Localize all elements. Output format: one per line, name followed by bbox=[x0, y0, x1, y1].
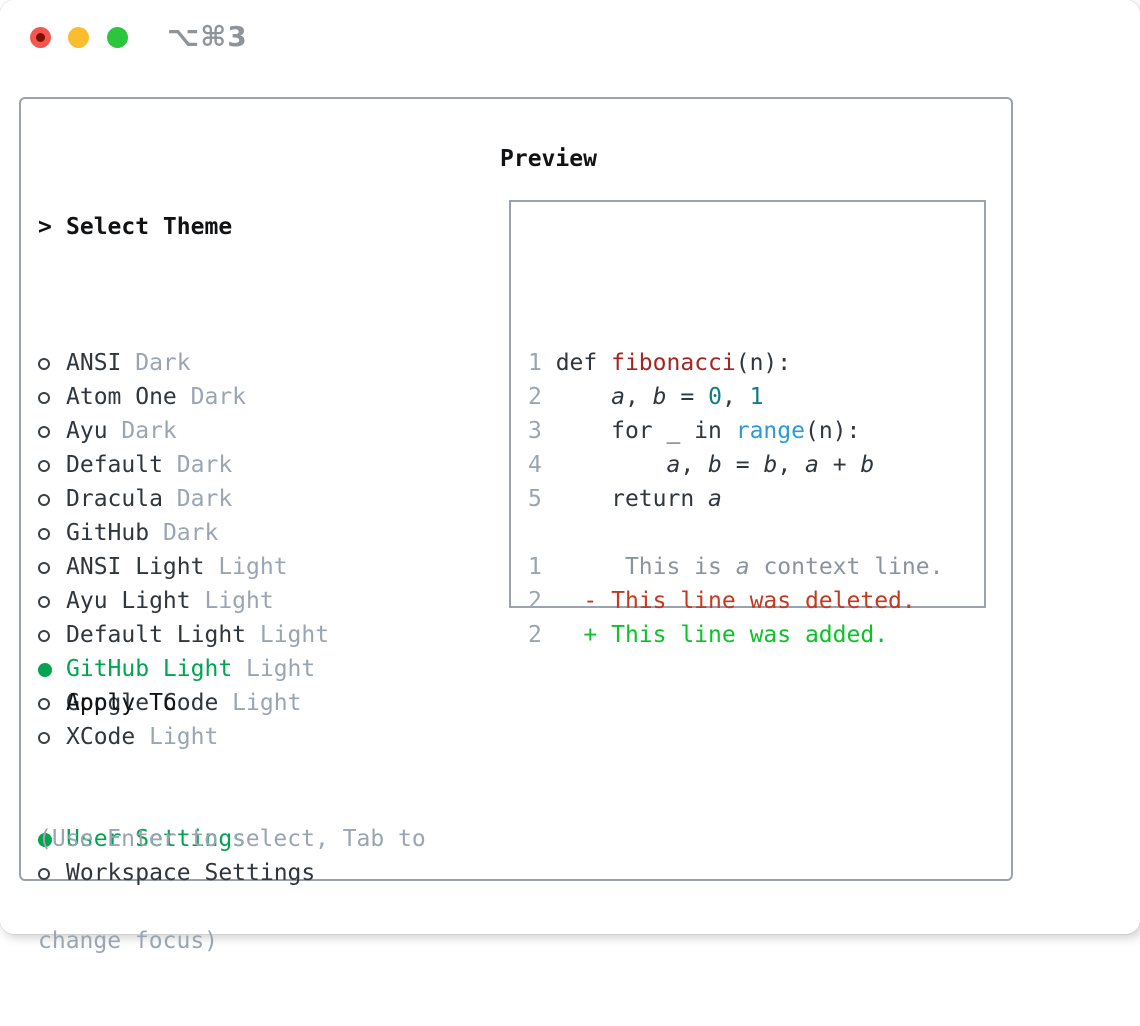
line-number: 2 bbox=[528, 588, 542, 614]
preview-title: Preview bbox=[500, 142, 597, 176]
code-token: b bbox=[860, 452, 874, 478]
theme-name: Ayu Light bbox=[66, 584, 191, 618]
code-token: 1 bbox=[750, 384, 764, 410]
theme-name: Default bbox=[66, 448, 163, 482]
code-line: 1 This is a context line. bbox=[528, 550, 943, 584]
close-dot-icon bbox=[36, 33, 45, 42]
line-number: 2 bbox=[528, 384, 542, 410]
code-token: 0 bbox=[708, 384, 722, 410]
line-number: 2 bbox=[528, 622, 542, 648]
code-token: a bbox=[736, 554, 750, 580]
radio-icon bbox=[38, 356, 66, 370]
radio-icon bbox=[38, 526, 66, 540]
code-token: = bbox=[722, 452, 764, 478]
code-token: a bbox=[805, 452, 819, 478]
code-token: = bbox=[667, 384, 709, 410]
code-token: , bbox=[777, 452, 805, 478]
code-token: def bbox=[542, 350, 611, 376]
hint-line: (Use Enter to select, Tab to bbox=[38, 822, 426, 856]
keyboard-hint: (Use Enter to select, Tab to change focu… bbox=[38, 754, 426, 1026]
maximize-button[interactable] bbox=[107, 27, 128, 48]
code-token: b bbox=[708, 452, 722, 478]
line-number: 3 bbox=[528, 418, 542, 444]
code-token: - This line was deleted. bbox=[542, 588, 916, 614]
code-token: a bbox=[666, 452, 680, 478]
code-token: fibonacci bbox=[611, 350, 736, 376]
line-number: 5 bbox=[528, 486, 542, 512]
theme-variant: Dark bbox=[177, 380, 246, 414]
code-token: , bbox=[680, 452, 708, 478]
code-token: b bbox=[763, 452, 777, 478]
code-line: 2 a, b = 0, 1 bbox=[528, 380, 943, 414]
code-line: 2 - This line was deleted. bbox=[528, 584, 943, 618]
line-number: 1 bbox=[528, 350, 542, 376]
code-line: 4 a, b = b, a + b bbox=[528, 448, 943, 482]
theme-variant: Dark bbox=[163, 482, 232, 516]
theme-name: Dracula bbox=[66, 482, 163, 516]
code-token: (n): bbox=[736, 350, 791, 376]
code-token: This is bbox=[542, 554, 736, 580]
theme-option-ansi-light[interactable]: ANSI Light Light bbox=[38, 550, 329, 584]
theme-option-atom-one[interactable]: Atom One Dark bbox=[38, 380, 329, 414]
code-line bbox=[528, 516, 943, 550]
theme-variant: Dark bbox=[121, 346, 190, 380]
code-line: 3 for _ in range(n): bbox=[528, 414, 943, 448]
code-token: a bbox=[611, 384, 625, 410]
radio-icon bbox=[38, 492, 66, 506]
apply-to-title: Apply To bbox=[66, 686, 177, 720]
theme-name: ANSI Light bbox=[66, 550, 204, 584]
apply-to-header: Apply To bbox=[38, 686, 315, 720]
code-line: 1 def fibonacci(n): bbox=[528, 346, 943, 380]
code-token: b bbox=[653, 384, 667, 410]
theme-name: Ayu bbox=[66, 414, 108, 448]
theme-list-header: >Select Theme bbox=[38, 210, 329, 244]
theme-option-default[interactable]: Default Dark bbox=[38, 448, 329, 482]
code-token: for _ in bbox=[542, 418, 736, 444]
cursor-icon: > bbox=[38, 210, 66, 244]
theme-variant: Dark bbox=[108, 414, 177, 448]
code-token: a bbox=[708, 486, 722, 512]
code-token: , bbox=[722, 384, 750, 410]
line-number: 4 bbox=[528, 452, 542, 478]
radio-icon bbox=[38, 424, 66, 438]
theme-list-title: Select Theme bbox=[66, 210, 232, 244]
theme-variant: Light bbox=[204, 550, 287, 584]
code-token: range bbox=[736, 418, 805, 444]
theme-option-github[interactable]: GitHub Dark bbox=[38, 516, 329, 550]
window-title: ⌥⌘3 bbox=[167, 21, 248, 53]
close-button[interactable] bbox=[30, 27, 51, 48]
theme-name: GitHub bbox=[66, 516, 149, 550]
radio-icon bbox=[38, 560, 66, 574]
radio-icon bbox=[38, 458, 66, 472]
code-token: context line. bbox=[750, 554, 944, 580]
code-token bbox=[542, 452, 667, 478]
code-line: 2 + This line was added. bbox=[528, 618, 943, 652]
minimize-button[interactable] bbox=[68, 27, 89, 48]
theme-variant: Dark bbox=[163, 448, 232, 482]
code-token: + bbox=[819, 452, 861, 478]
code-token: , bbox=[625, 384, 653, 410]
hint-line: change focus) bbox=[38, 924, 426, 958]
code-line: 5 return a bbox=[528, 482, 943, 516]
theme-option-dracula[interactable]: Dracula Dark bbox=[38, 482, 329, 516]
theme-variant: Light bbox=[191, 584, 274, 618]
theme-variant: Dark bbox=[149, 516, 218, 550]
code-token: + This line was added. bbox=[542, 622, 888, 648]
code-token: return bbox=[542, 486, 708, 512]
theme-option-ayu-light[interactable]: Ayu Light Light bbox=[38, 584, 329, 618]
theme-name: ANSI bbox=[66, 346, 121, 380]
code-token bbox=[542, 384, 611, 410]
theme-name: Atom One bbox=[66, 380, 177, 414]
code-token: (n): bbox=[805, 418, 860, 444]
line-number: 1 bbox=[528, 554, 542, 580]
radio-icon bbox=[38, 390, 66, 404]
theme-option-ayu[interactable]: Ayu Dark bbox=[38, 414, 329, 448]
theme-option-ansi[interactable]: ANSI Dark bbox=[38, 346, 329, 380]
radio-icon bbox=[38, 594, 66, 608]
